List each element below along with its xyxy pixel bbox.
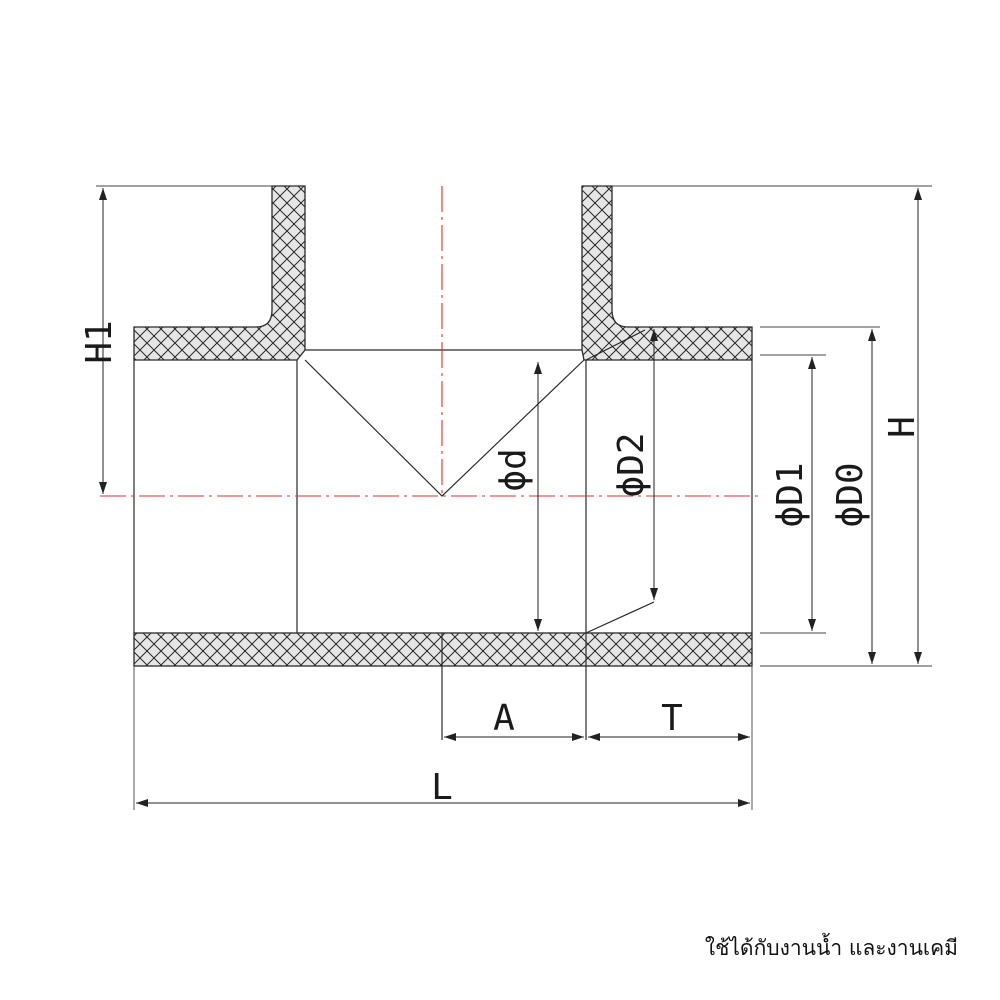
label-L: L: [431, 767, 453, 808]
label-D1: ϕD1: [770, 462, 811, 527]
branch-wall-left: [133, 185, 306, 361]
dimension-labels: H1 H ϕd ϕD2 ϕD1 ϕD0 A T L: [79, 320, 923, 808]
label-H1: H1: [79, 320, 120, 363]
label-d: ϕd: [493, 448, 534, 491]
fitting-inner-lines: [133, 329, 753, 740]
dimension-lines: [99, 188, 922, 807]
bottom-wall: [133, 632, 753, 667]
label-H: H: [882, 416, 923, 438]
usage-caption: ใช้ได้กับงานน้ำ และงานเคมี: [704, 936, 958, 960]
branch-bore-cone: [304, 359, 585, 497]
label-D2: ϕD2: [611, 432, 652, 497]
label-A: A: [493, 698, 515, 739]
fitting-walls: [133, 185, 753, 667]
label-D0: ϕD0: [830, 462, 871, 527]
label-T: T: [661, 698, 683, 739]
branch-wall-right: [581, 185, 753, 361]
extension-lines: [96, 185, 932, 810]
